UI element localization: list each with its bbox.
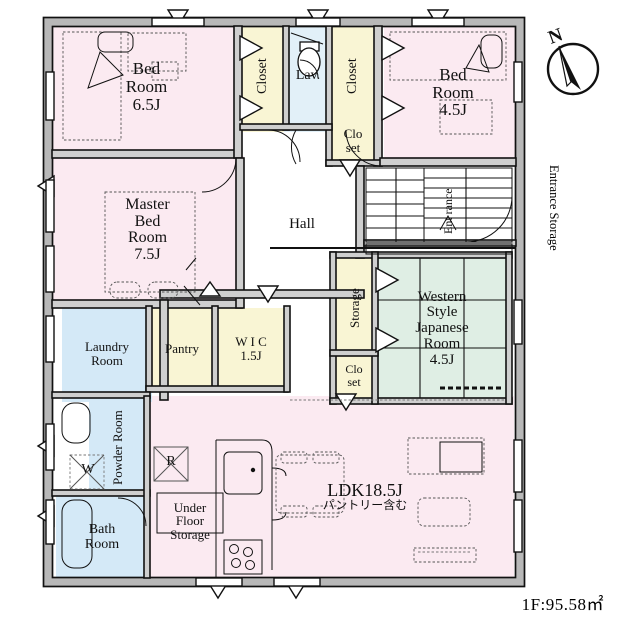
room-fill-closet-small	[327, 118, 379, 166]
washer-mark	[69, 454, 105, 490]
room-fill-lav	[284, 23, 332, 132]
staircase	[423, 167, 513, 243]
room-fill-powder-room	[89, 396, 145, 502]
tatami-grid	[378, 258, 506, 398]
master-bed-room-furniture	[104, 191, 201, 306]
room-fill-pantry	[146, 308, 218, 392]
room-fill-master-bed-room	[51, 156, 244, 307]
entrance-storage-label: Entrance Storage	[547, 165, 561, 251]
interior-walls	[51, 25, 517, 579]
room-fill-wic	[213, 308, 289, 392]
room-fills	[51, 23, 522, 582]
north-compass: N	[546, 24, 600, 96]
door-swings	[201, 59, 383, 193]
room-fill-ldk	[291, 468, 439, 514]
room-fill-storage	[332, 256, 376, 362]
room-fill-closet-top-mid	[327, 23, 379, 132]
room-fill-under-floor-storage	[153, 491, 227, 553]
room-fill-bed-room-45	[384, 23, 522, 164]
floor-area-footer: 1F:95.58㎡	[521, 595, 604, 614]
entrance-floor	[270, 167, 516, 255]
room-fill-laundry-room	[62, 308, 152, 402]
refrigerator-mark	[153, 446, 189, 482]
opening-marks	[239, 34, 406, 354]
exterior-window-openings	[45, 17, 523, 587]
room-fill-closet-japanese	[332, 353, 376, 401]
room-fill-bath-room	[56, 496, 148, 582]
room-fill-bed-room-65	[51, 23, 242, 153]
under-floor-storage-box	[156, 492, 224, 534]
kitchen-counter	[215, 439, 287, 578]
dining-set	[275, 451, 345, 518]
sofa-and-table	[407, 437, 485, 563]
svg-text:N: N	[546, 24, 566, 49]
bed-room-65-furniture	[62, 31, 187, 141]
bath-fixtures	[61, 402, 147, 569]
